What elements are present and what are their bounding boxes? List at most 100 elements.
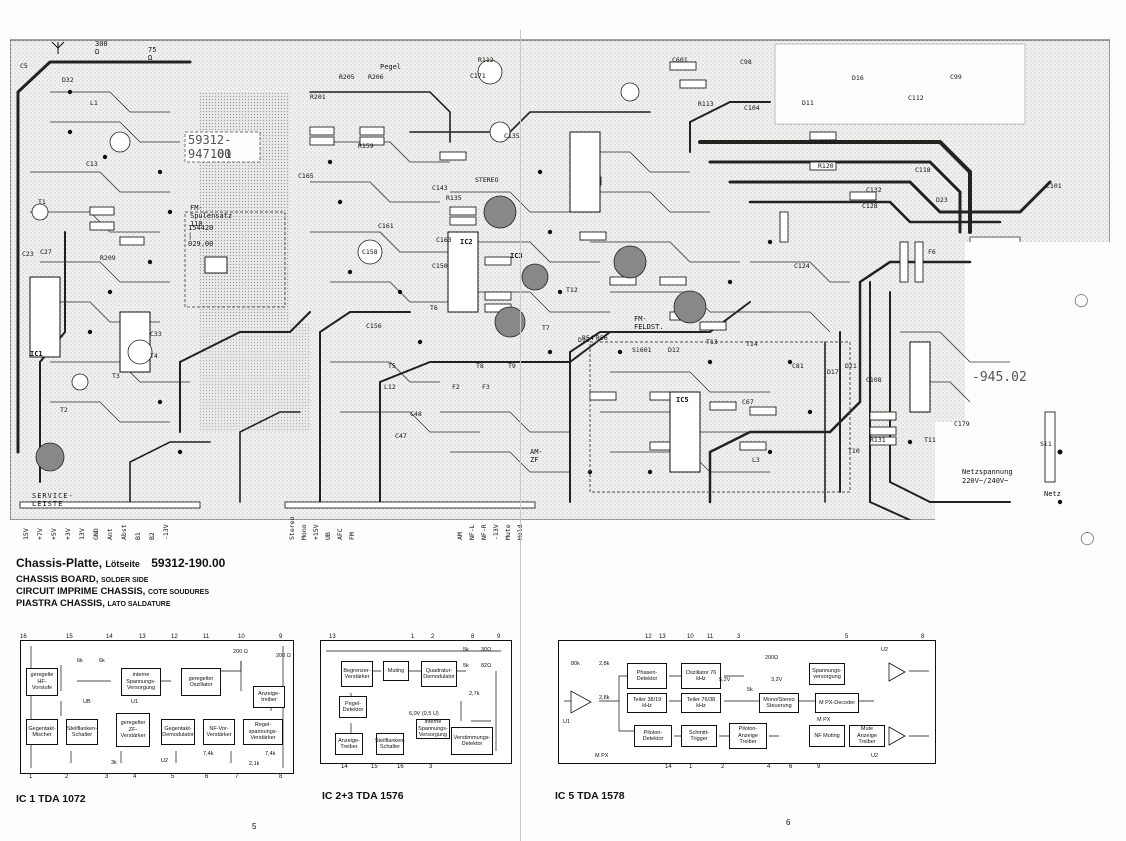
connector-pin-label: +5V	[50, 528, 58, 540]
ic23-pin-16: 16	[397, 764, 404, 770]
ic5-pin-5: 5	[845, 634, 849, 640]
ic23-value-6v: 6,0V (0,5 U)	[409, 711, 439, 717]
ic5-label-u1: U1	[563, 719, 571, 725]
ic5-block-af-muting: NF Muting	[809, 725, 845, 747]
component-ref-label: C104	[744, 104, 760, 112]
component-ref-label: D13	[578, 336, 590, 344]
component-ref-label: F6	[928, 248, 936, 256]
component-ref-label: C13	[86, 160, 98, 168]
ic1-block-if-amplifier: geregelter ZF-Verstärker	[116, 713, 150, 747]
ic1-pin-12: 12	[171, 634, 178, 640]
ic5-caption: IC 5 TDA 1578	[555, 790, 625, 802]
component-ref-label: C108	[866, 376, 882, 384]
ic1-pin-8: 8	[279, 774, 283, 780]
transistor-ref-label: T1	[38, 198, 46, 206]
transistor-ref-label: T14	[746, 340, 758, 348]
ic5-value-5-2v: 5,2V	[719, 677, 731, 683]
component-ref-label: R127	[820, 138, 836, 146]
ic1-block-balanced-mixer: Gegentakt-Mischer	[26, 719, 58, 745]
component-ref-label: C101	[1046, 182, 1062, 190]
component-ref-label: D12	[668, 346, 680, 354]
ic1-block-internal-supply: interne Spannungs-Versorgung	[121, 668, 161, 696]
ic1-pin-16: 16	[20, 634, 27, 640]
ic5-block-diagram: Phasen-Detektor Oszillator 76 kHz Spannu…	[558, 634, 936, 770]
component-ref-label: R206	[368, 73, 384, 81]
ic1-pin-11: 11	[203, 634, 210, 640]
ic1-label-u1: U1	[131, 699, 139, 705]
component-ref-label: R113	[698, 100, 714, 108]
ic5-pin-12: 12	[645, 634, 652, 640]
component-ref-label: R205	[339, 73, 355, 81]
page-number-right: 6	[786, 818, 791, 827]
ic5-pin-1: 1	[689, 764, 693, 770]
ic5-pin-6: 6	[789, 764, 793, 770]
am-zf-label: AM-ZF	[530, 448, 543, 464]
ic1-pin-7: 7	[235, 774, 239, 780]
ic1-label-u2: U2	[161, 758, 169, 764]
component-ref-label: R201	[310, 93, 326, 101]
component-ref-label: F2	[452, 383, 460, 391]
component-ref-label: C118	[915, 166, 931, 174]
connector-pin-label: GND	[92, 528, 100, 540]
component-ref-label: D17	[827, 368, 839, 376]
ic1-value-2-1k: 2,1k	[249, 761, 260, 767]
title-italian-side: LATO SALDATURE	[107, 601, 171, 608]
ic23-pin-9: 9	[497, 634, 501, 640]
connector-pin-label: AM	[456, 532, 464, 540]
ic5-label-mpx-a: M PX	[595, 753, 609, 759]
ic1-block-agc-amplifier: Regel-spannungs-Verstärker	[243, 719, 283, 745]
ic5-block-oscillator: Oszillator 76 kHz	[681, 663, 721, 689]
ic1-block-af-preamp: NF-Vor-Verstärker	[203, 719, 235, 745]
ic1-value-7-4k-a: 7,4k	[203, 751, 214, 757]
component-ref-label: C98	[740, 58, 752, 66]
title-german: Chassis-Platte, Lötseite 59312-190.00	[16, 556, 225, 570]
ic5-block-mpx-decoder: M PX-Decoder	[815, 693, 859, 713]
ic5-value-200ohm: 200Ω	[765, 655, 779, 661]
module-number-label: 59312-947.00	[188, 133, 232, 161]
connector-pin-label: NF-R	[480, 524, 488, 540]
component-ref-label: D11	[802, 99, 814, 107]
connector-pin-label: +15V	[312, 524, 320, 540]
title-italian-main: PIASTRA CHASSIS,	[16, 598, 105, 609]
ic1-value-6k-b: 6k	[99, 658, 105, 664]
ic23-block-quadrature-demod: Quadratur-Demodulator	[421, 661, 457, 687]
connector-pin-label: UB	[324, 532, 332, 540]
component-ref-label: D23	[936, 196, 948, 204]
ic5-block-pilot-display-driver: Piloton-Anzeige Treiber	[729, 723, 767, 749]
ic1-block-diagram: geregelte HF-Vorstufe interne Spannungs-…	[20, 634, 294, 780]
title-german-side: Lötseite	[105, 559, 140, 569]
pegel-label: Pegel	[380, 63, 402, 71]
page-number-left: 5	[252, 822, 257, 831]
component-ref-label: C112	[908, 94, 924, 102]
ic1-pin-15: 15	[66, 634, 73, 640]
ic5-value-80k: 80k	[571, 661, 580, 667]
connector-pin-label: Abst	[120, 524, 128, 540]
ic5-value-2-8k-a: 2,8k	[599, 661, 610, 667]
ic5-block-power-supply: Spannungs-versorgung	[809, 663, 845, 685]
module-945-label: -945.02	[972, 370, 1027, 385]
ic-ref-label: IC5	[676, 396, 689, 404]
component-ref-label: C143	[432, 184, 448, 192]
ic5-block-divider-76-38: Teiler 76/38 kHz	[681, 693, 721, 713]
ic23-value-5k-a: 5k	[463, 647, 469, 653]
title-english: CHASSIS BOARD, SOLDER SIDE	[16, 574, 148, 585]
component-ref-label: R159	[358, 142, 374, 150]
component-ref-label: R135	[446, 194, 462, 202]
connector-pin-label: Mute	[504, 524, 512, 540]
component-ref-label: Si1	[1040, 440, 1052, 448]
ic23-value-2-7k: 2,7k	[469, 691, 480, 697]
ic1-pin-14: 14	[106, 634, 113, 640]
component-ref-label: C67	[742, 398, 754, 406]
connector-pin-label: B2	[148, 532, 156, 540]
ic1-pin-3: 3	[105, 774, 109, 780]
transistor-ref-label: T6	[430, 304, 438, 312]
component-ref-label: C156	[366, 322, 382, 330]
binder-hole-mark: ◯	[1080, 530, 1095, 545]
antenna-300-label: 300 Ω	[95, 40, 108, 56]
ic5-label-u2-b: U2	[881, 647, 889, 653]
ic23-value-5k-b: 5k	[463, 663, 469, 669]
component-ref-label: C161	[378, 222, 394, 230]
ic23-pin-15: 15	[371, 764, 378, 770]
component-ref-label: C150	[432, 262, 448, 270]
ic23-pin-3: 3	[429, 764, 433, 770]
